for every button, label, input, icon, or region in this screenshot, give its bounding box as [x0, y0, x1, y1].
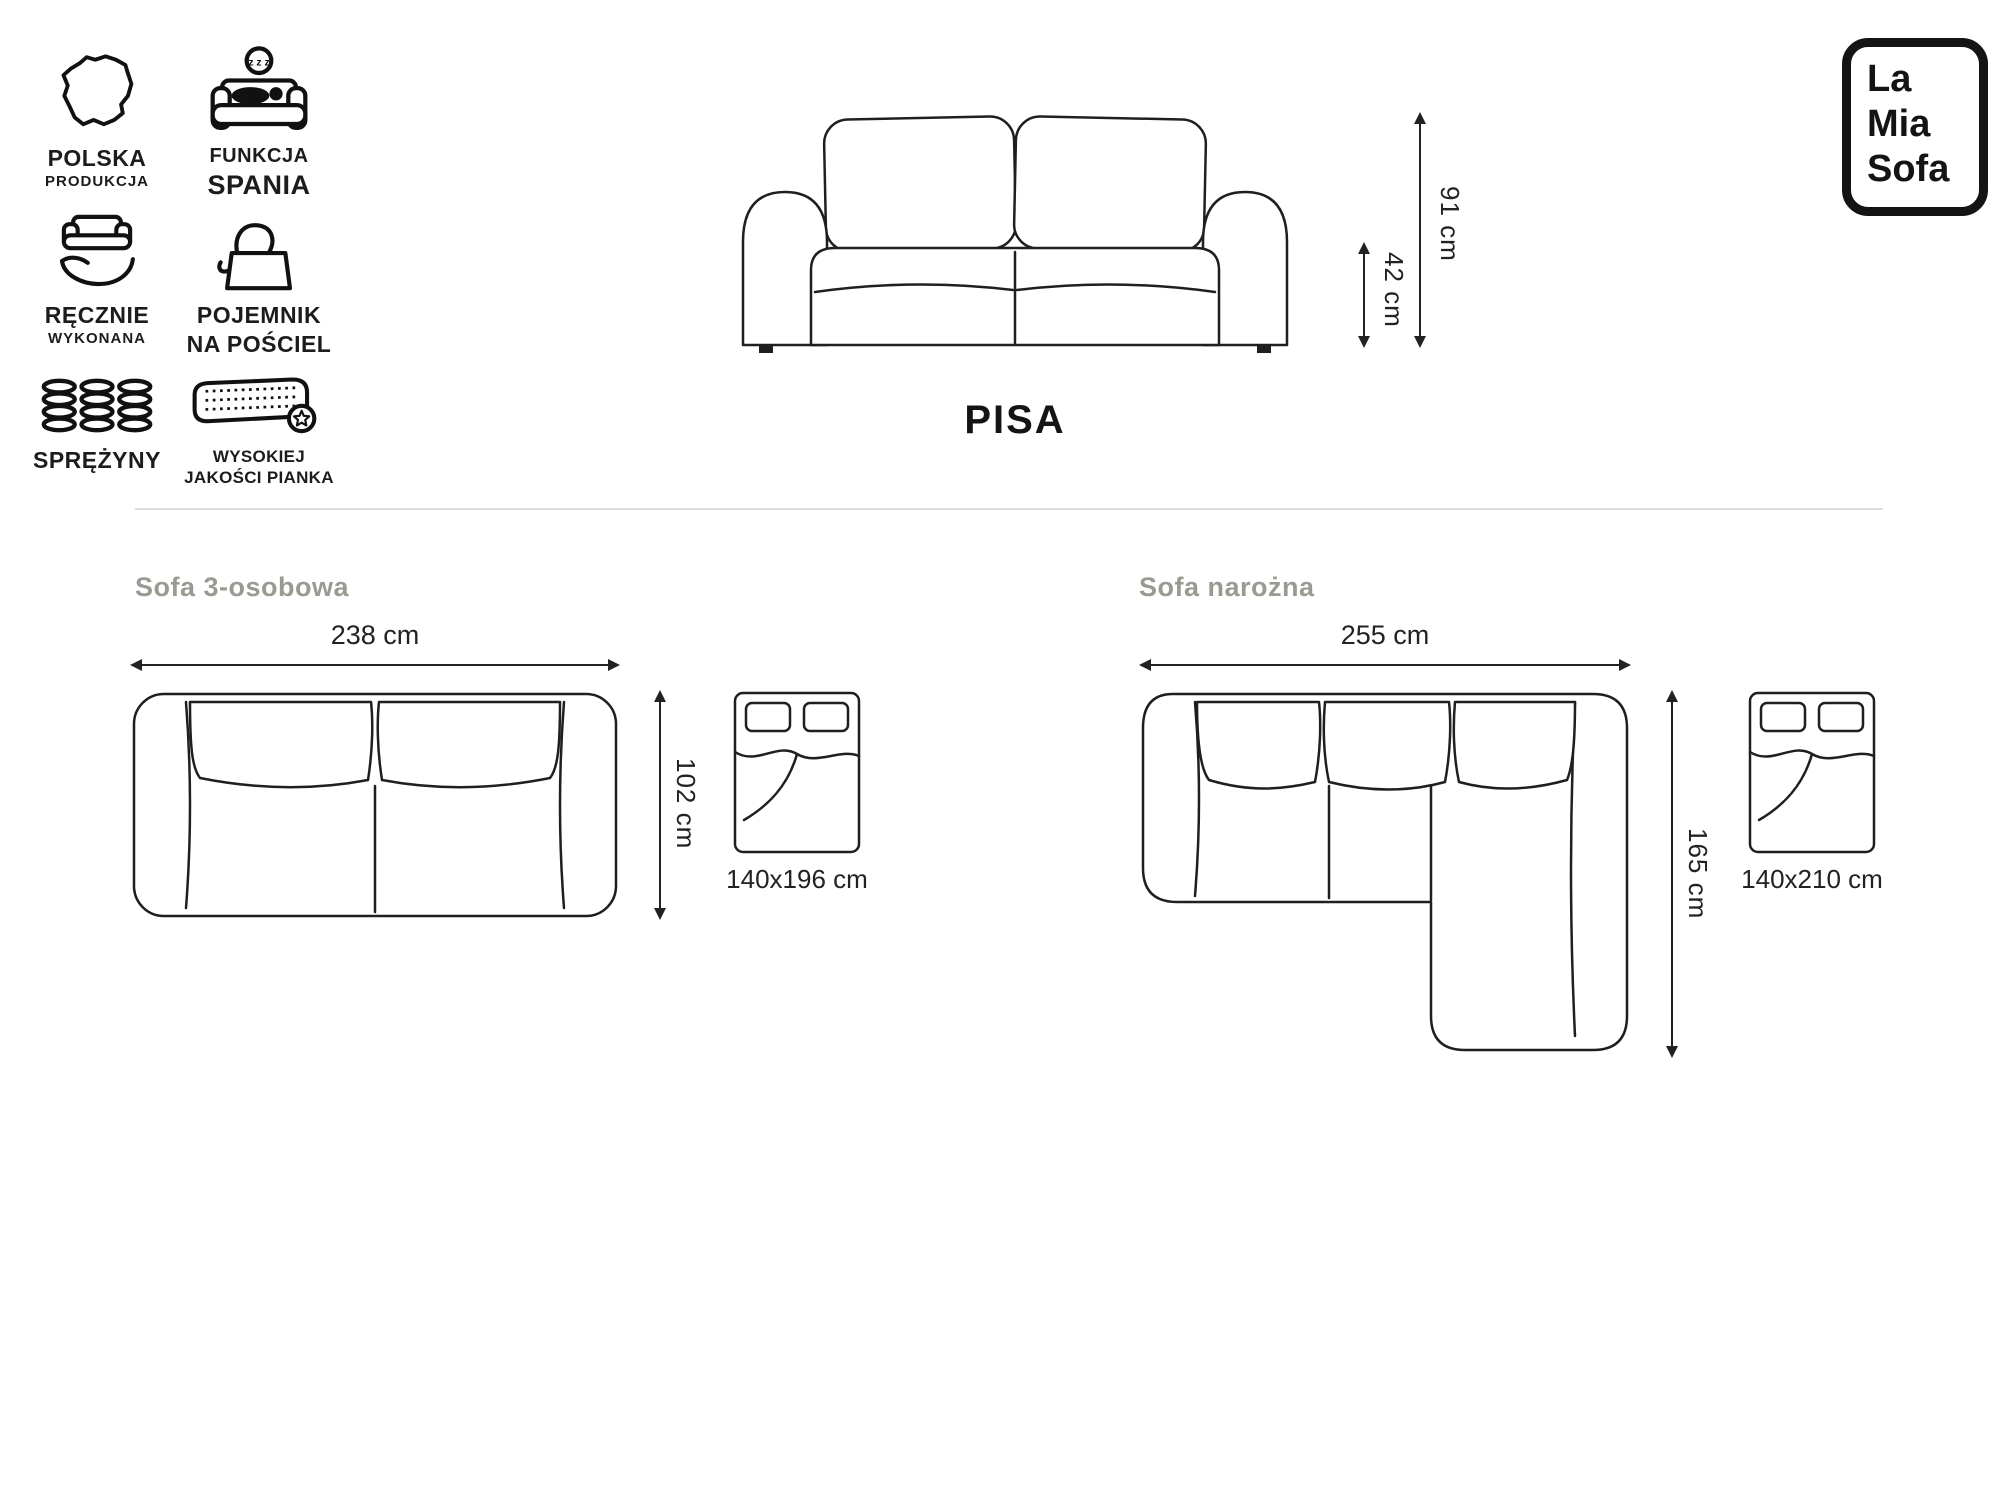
seat-height-label: 42 cm — [1379, 252, 1409, 328]
sofa-3-top-view-drawing — [132, 692, 618, 918]
variant-1-heading: Sofa 3-osobowa — [135, 572, 350, 602]
feature-wysokiej-jakosci-pianka: WYSOKIEJ JAKOŚCI PIANKA — [164, 372, 354, 489]
feature-sublabel: WYKONANA — [48, 329, 146, 347]
feature-funkcja-spania: z z z FUNKCJA SPANIA — [164, 42, 354, 203]
foam-quality-icon — [164, 372, 354, 436]
feature-label: FUNKCJA — [209, 145, 309, 167]
brand-line-3: Sofa — [1867, 147, 1950, 190]
feature-label: WYSOKIEJ — [212, 447, 306, 466]
model-name: PISA — [964, 398, 1066, 442]
variant-2-depth-dimension-arrow — [1666, 690, 1678, 1058]
section-divider — [135, 508, 1883, 510]
handmade-icon — [2, 205, 192, 291]
brand-line-2: Mia — [1867, 102, 1931, 145]
total-height-dimension-arrow — [1414, 112, 1426, 348]
seat-height-dimension-arrow — [1358, 242, 1370, 348]
brand-logo: La Mia Sofa — [1842, 38, 1988, 216]
variant-2-bed-icon — [1748, 691, 1876, 854]
brand-line-1: La — [1867, 58, 1912, 100]
bedding-container-icon — [164, 205, 354, 291]
sleep-function-icon: z z z — [164, 42, 354, 134]
feature-label: SPRĘŻYNY — [33, 447, 161, 473]
variant-1-width-dimension-arrow — [130, 659, 620, 671]
variant-2-width-label: 255 cm — [1340, 620, 1430, 650]
sofa-front-view-drawing — [741, 115, 1289, 353]
feature-sublabel: SPANIA — [207, 170, 311, 200]
variant-1-bed-icon — [733, 691, 861, 854]
variant-2-bed-size: 140x210 cm — [1741, 864, 1883, 894]
feature-label: POLSKA — [47, 145, 147, 171]
feature-label: RĘCZNIE — [44, 302, 150, 328]
variant-1-depth-dimension-arrow — [654, 690, 666, 920]
variant-1-width-label: 238 cm — [330, 620, 420, 650]
feature-sublabel: NA POŚCIEL — [186, 330, 332, 357]
feature-recznie-wykonana: RĘCZNIE WYKONANA — [2, 205, 192, 349]
feature-sublabel: JAKOŚCI PIANKA — [184, 468, 334, 488]
feature-pojemnik-na-posciel: POJEMNIK NA POŚCIEL — [164, 205, 354, 359]
springs-icon — [2, 372, 192, 436]
variant-2-width-dimension-arrow — [1139, 659, 1631, 671]
variant-1-depth-label: 102 cm — [671, 758, 701, 850]
variant-1-bed-size: 140x196 cm — [726, 864, 868, 894]
feature-sublabel: PRODUKCJA — [44, 172, 149, 190]
feature-polska-produkcja: POLSKA PRODUKCJA — [2, 42, 192, 192]
total-height-label: 91 cm — [1435, 186, 1465, 262]
feature-sprezyny: SPRĘŻYNY — [2, 372, 192, 475]
variant-2-heading: Sofa narożna — [1139, 572, 1315, 602]
sleep-zzz-text: z z z — [248, 57, 269, 68]
poland-map-icon — [2, 42, 192, 134]
variant-2-depth-label: 165 cm — [1683, 828, 1713, 920]
corner-sofa-top-view-drawing — [1141, 692, 1629, 1052]
feature-label: POJEMNIK — [196, 302, 322, 328]
